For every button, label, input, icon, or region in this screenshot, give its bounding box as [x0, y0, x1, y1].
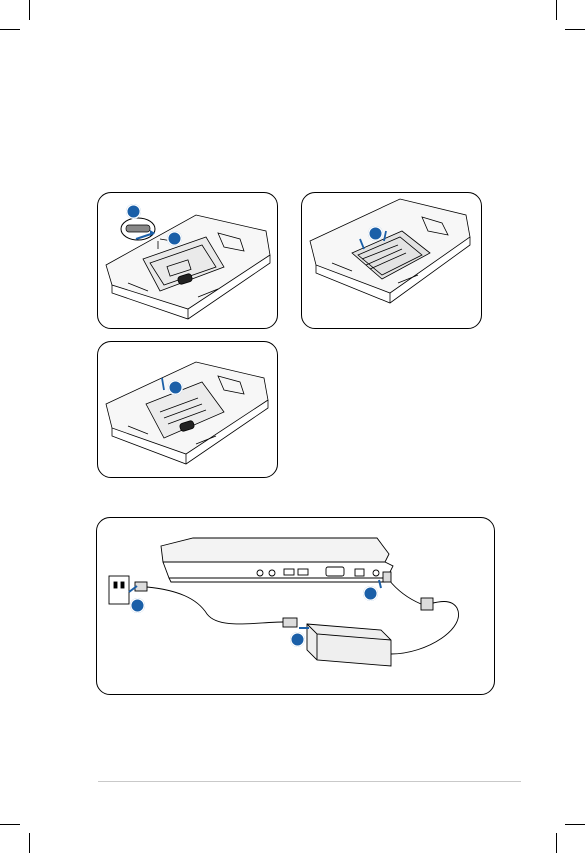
crop-mark-top-right-h: [565, 29, 585, 30]
laptop-underside-illustration: [98, 193, 278, 329]
step-marker-7: [363, 586, 378, 601]
figure-battery-lift-out: [301, 192, 482, 329]
step-marker-6: [290, 632, 305, 647]
crop-mark-top-left-h: [0, 29, 20, 30]
figure-power-adapter-connection: [96, 517, 495, 695]
laptop-underside-illustration: [98, 342, 278, 478]
crop-mark-bottom-right-v: [556, 833, 557, 853]
crop-mark-bottom-right-h: [565, 824, 585, 825]
laptop-underside-illustration: [302, 193, 482, 329]
figure-battery-insert: [97, 341, 278, 478]
step-marker-5: [130, 598, 145, 613]
figure-battery-release-latch: [97, 192, 278, 329]
step-marker-4: [168, 380, 183, 395]
step-marker-1: [126, 204, 141, 219]
step-marker-2: [167, 231, 182, 246]
crop-mark-top-right-v: [556, 0, 557, 20]
crop-mark-top-left-v: [29, 0, 30, 20]
laptop-side-adapter-illustration: [97, 518, 495, 695]
crop-mark-bottom-left-v: [29, 833, 30, 853]
crop-mark-bottom-left-h: [0, 824, 20, 825]
step-marker-3: [368, 226, 383, 241]
footer-rule: [98, 781, 521, 782]
